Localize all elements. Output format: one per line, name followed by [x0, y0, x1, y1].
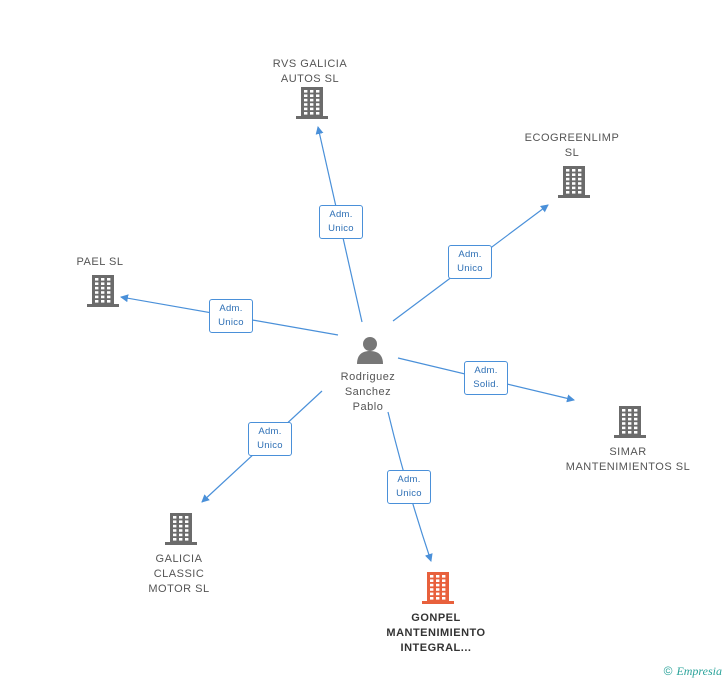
- company-name-galicia[interactable]: GALICIA CLASSIC MOTOR SL: [148, 553, 210, 595]
- footer-brand: ©Empresia: [664, 664, 722, 679]
- building-icon[interactable]: [558, 165, 590, 199]
- building-icon[interactable]: [614, 405, 646, 439]
- building-icon[interactable]: [87, 274, 119, 308]
- company-name-simar[interactable]: SIMAR MANTENIMIENTOS SL: [565, 446, 691, 473]
- role-badge-gonpel[interactable]: Adm. Unico: [387, 470, 431, 504]
- role-line: Unico: [257, 440, 283, 451]
- role-badge-simar[interactable]: Adm. Solid.: [464, 361, 508, 395]
- company-name-gonpel[interactable]: GONPEL MANTENIMIENTO INTEGRAL...: [386, 612, 486, 654]
- role-line: Adm.: [219, 303, 243, 314]
- role-badge-ecogreen[interactable]: Adm. Unico: [448, 245, 492, 279]
- role-line: Unico: [457, 263, 483, 274]
- role-badge-rvs[interactable]: Adm. Unico: [319, 205, 363, 239]
- role-line: Adm.: [329, 209, 353, 220]
- copyright-mark: ©: [663, 664, 673, 678]
- company-name-ecogreen[interactable]: ECOGREENLIMP SL: [524, 132, 620, 159]
- role-line: Unico: [218, 317, 244, 328]
- building-icon[interactable]: [422, 571, 454, 605]
- building-icon[interactable]: [296, 86, 328, 120]
- role-line: Adm.: [258, 426, 282, 437]
- brand-name: Empresia: [676, 664, 722, 678]
- role-line: Unico: [328, 223, 354, 234]
- company-name-pael[interactable]: PAEL SL: [76, 256, 124, 268]
- person-icon[interactable]: [355, 335, 385, 365]
- role-line: Adm.: [474, 365, 498, 376]
- role-line: Unico: [396, 488, 422, 499]
- company-name-rvs[interactable]: RVS GALICIA AUTOS SL: [272, 58, 348, 85]
- role-line: Adm.: [458, 249, 482, 260]
- role-badge-pael[interactable]: Adm. Unico: [209, 299, 253, 333]
- role-line: Solid.: [473, 379, 499, 390]
- role-badge-galicia[interactable]: Adm. Unico: [248, 422, 292, 456]
- building-icon[interactable]: [165, 512, 197, 546]
- person-name[interactable]: Rodriguez Sanchez Pablo: [340, 371, 396, 413]
- role-line: Adm.: [397, 474, 421, 485]
